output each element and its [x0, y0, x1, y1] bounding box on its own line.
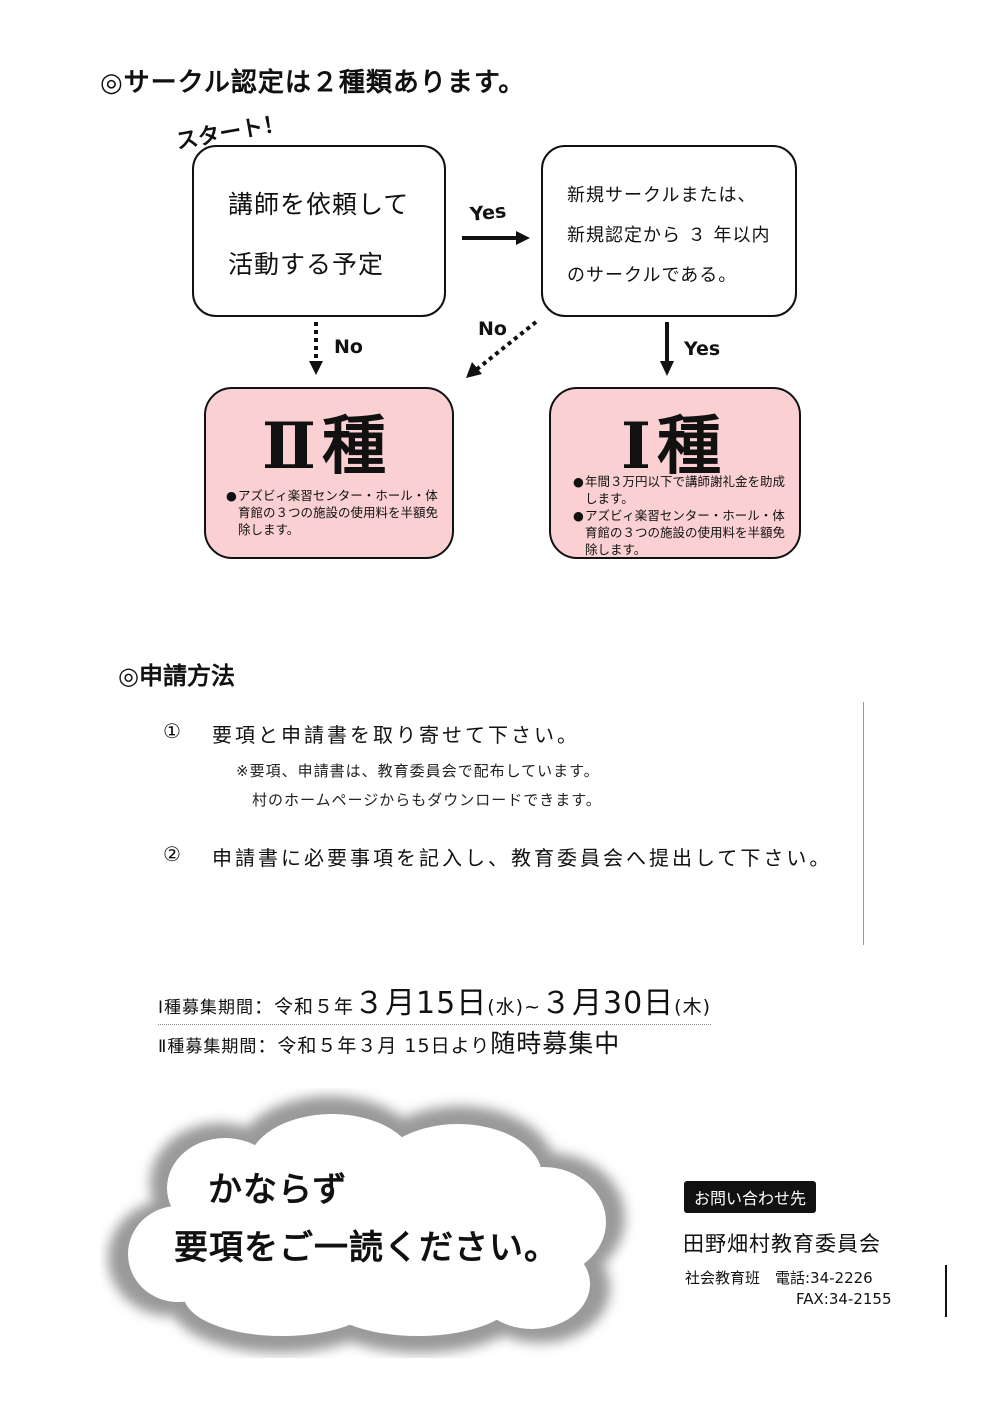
- arrow-no-down-head: [309, 361, 323, 375]
- contact-edge-line: [945, 1265, 947, 1317]
- contact-org: 田野畑村教育委員会: [683, 1232, 881, 1256]
- step1-number: ①: [163, 719, 184, 743]
- arrow-no-diagonal-label: No: [478, 318, 507, 340]
- cloud-shape: [108, 1096, 625, 1353]
- kind1-period: Ⅰ種募集期間：令和５年３月15日(水)~３月30日(木): [158, 978, 711, 1025]
- arrow-yes-right-head: [516, 231, 530, 245]
- kind1-box: Ⅰ種 ●年間３万円以下で講師謝礼金を助成します。 ●アズビィ楽習センター・ホール…: [549, 387, 801, 559]
- step1-note1: ※要項、申請書は、教育委員会で配布しています。: [236, 762, 600, 780]
- cloud-line2: 要項をご一読ください。: [174, 1228, 559, 1268]
- contact-dept-phone: 社会教育班 電話:34-2226: [685, 1269, 873, 1287]
- start-box-line1: 講師を依頼して: [228, 190, 410, 219]
- new-circle-box: 新規サークルまたは、 新規認定から ３ 年以内 のサークルである。: [541, 145, 797, 317]
- section-title-application: ◎申請方法: [118, 662, 235, 690]
- start-box-line2: 活動する予定: [228, 250, 385, 279]
- new-circle-line2: 新規認定から ３ 年以内: [567, 225, 771, 246]
- section-title-circle-types: ◎サークル認定は２種類あります。: [100, 68, 526, 98]
- arrow-yes-right-label: Yes: [468, 200, 508, 226]
- kind2-title: Ⅱ種: [262, 409, 392, 484]
- arrow-no-down-label: No: [334, 336, 363, 358]
- kind1-bullet-2: ●アズビィ楽習センター・ホール・体育館の３つの施設の使用料を半額免除します。: [573, 508, 786, 557]
- kind2-period: Ⅱ種募集期間：令和５年３月 15日より随時募集中: [158, 1029, 621, 1058]
- step2-number: ②: [163, 842, 184, 866]
- kind2-bullets: ●アズビィ楽習センター・ホール・体育館の３つの施設の使用料を半額免除します。: [226, 487, 441, 538]
- contact-fax: FAX:34-2155: [796, 1290, 892, 1308]
- flow-arrows: [309, 231, 674, 378]
- kind1-bullet-1: ●年間３万円以下で講師謝礼金を助成します。: [573, 474, 786, 506]
- start-box: 講師を依頼して 活動する予定: [192, 145, 446, 317]
- step2-text: 申請書に必要事項を記入し、教育委員会へ提出して下さい。: [212, 846, 833, 870]
- kind2-box: Ⅱ種 ●アズビィ楽習センター・ホール・体育館の３つの施設の使用料を半額免除します…: [204, 387, 454, 559]
- step1-note2: 村のホームページからもダウンロードできます。: [252, 791, 602, 809]
- cloud-line1: かならず: [208, 1170, 348, 1210]
- new-circle-line3: のサークルである。: [567, 265, 738, 286]
- kind2-bullet-1: ●アズビィ楽習センター・ホール・体育館の３つの施設の使用料を半額免除します。: [226, 488, 439, 537]
- kind1-title: Ⅰ種: [621, 409, 727, 484]
- step1-text: 要項と申請書を取り寄せて下さい。: [212, 723, 580, 747]
- kind1-bullets: ●年間３万円以下で講師謝礼金を助成します。 ●アズビィ楽習センター・ホール・体育…: [573, 473, 787, 558]
- contact-badge: お問い合わせ先: [684, 1181, 817, 1213]
- arrow-no-diagonal: [474, 320, 538, 372]
- new-circle-line1: 新規サークルまたは、: [567, 185, 757, 206]
- divider-vertical: [863, 702, 864, 945]
- arrow-no-diagonal-head: [466, 362, 482, 378]
- arrow-yes-down-label: Yes: [684, 338, 721, 360]
- arrow-yes-down-head: [660, 361, 674, 376]
